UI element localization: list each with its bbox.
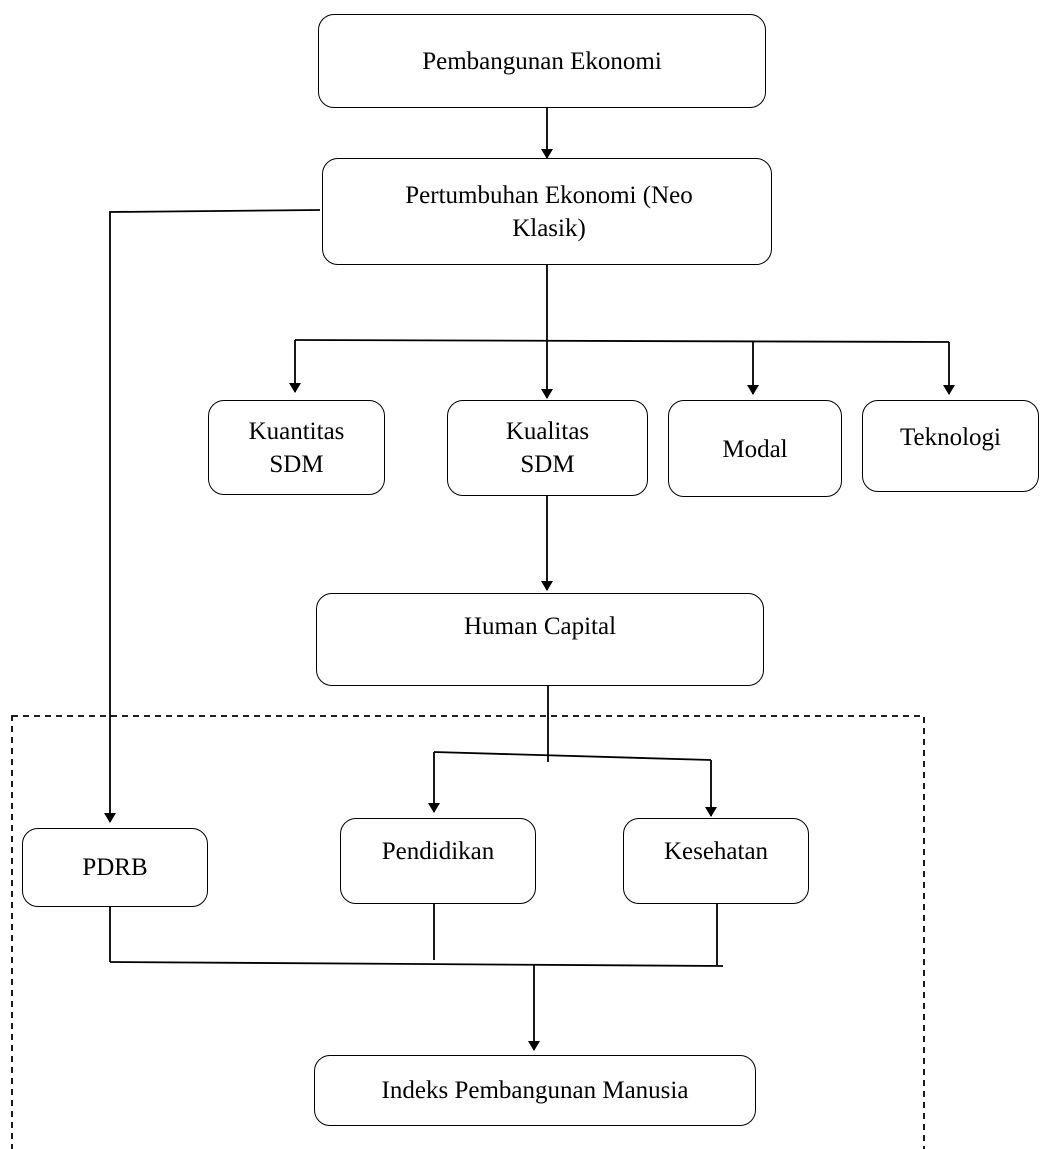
edge-join-bar [109,961,724,967]
node-pdrb: PDRB [22,828,208,907]
edge-hc-branch-bar [433,751,712,761]
edge-pertumbuhan-pdrb [104,209,321,823]
dashed-region [11,715,925,1149]
node-teknologi: Teknologi [862,400,1039,492]
node-pertumbuhan-ekonomi: Pertumbuhan Ekonomi (Neo Klasik) [322,158,772,265]
node-kualitas-sdm: Kualitas SDM [447,400,648,496]
node-indeks-pembangunan-manusia: Indeks Pembangunan Manusia [314,1055,756,1126]
node-modal: Modal [668,400,842,497]
node-pendidikan: Pendidikan [340,818,536,904]
edge-branch-bar [294,339,950,343]
node-pembangunan-ekonomi: Pembangunan Ekonomi [318,14,766,108]
node-kuantitas-sdm: Kuantitas SDM [208,400,385,495]
node-human-capital: Human Capital [316,593,764,686]
node-kesehatan: Kesehatan [623,818,809,904]
